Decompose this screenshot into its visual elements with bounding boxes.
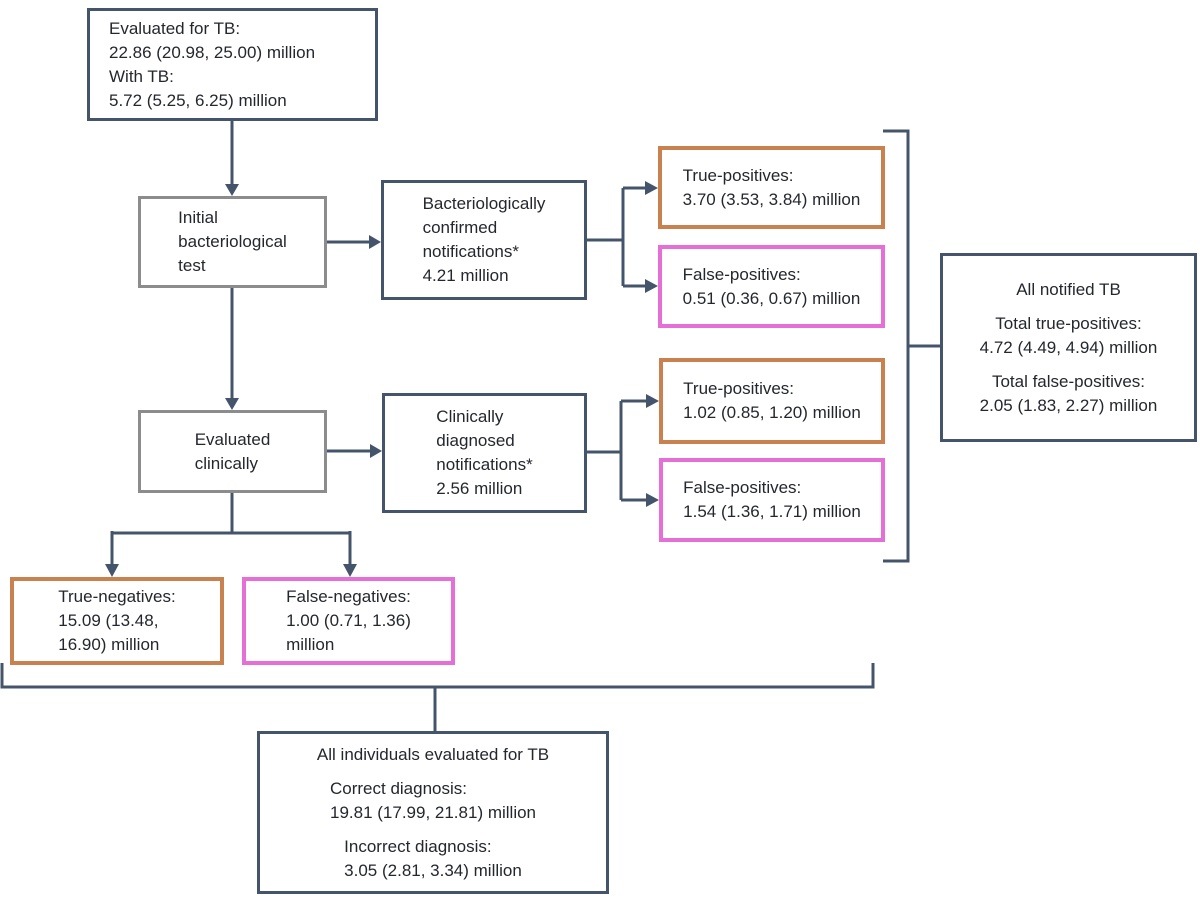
- true-pos-clin-line: True-positives:: [683, 379, 795, 398]
- all-individuals-incorrect: Incorrect diagnosis: 3.05 (2.81, 3.34) m…: [344, 835, 522, 883]
- false-pos-bact-line: False-positives:: [682, 264, 801, 284]
- arrowhead-initial-to-bact: [369, 235, 381, 249]
- incorrect-diagnosis-label: Incorrect diagnosis:: [344, 836, 492, 856]
- bact-confirmed-line: confirmed: [422, 218, 498, 237]
- true-neg-line: True-negatives:: [58, 587, 176, 606]
- clin-diagnosed-line: Clinically: [436, 407, 504, 426]
- all-notified-title: All notified TB: [1016, 279, 1121, 299]
- false-neg-line: 1.00 (0.71, 1.36): [286, 611, 411, 630]
- false-pos-bact-line: 0.51 (0.36, 0.67) million: [682, 288, 861, 308]
- clin-diagnosed-line: notifications*: [436, 455, 533, 474]
- arrowhead-clin-to-fp: [646, 493, 659, 507]
- initial-test-line: bacteriological: [178, 232, 287, 251]
- box-all-notified-tb: All notified TB Total true-positives: 4.…: [940, 253, 1197, 442]
- box-evaluated-clinically: Evaluated clinically: [138, 410, 327, 493]
- true-neg-line: 16.90) million: [58, 635, 160, 654]
- initial-test-line: test: [178, 256, 206, 275]
- evaluated-for-tb-line: 5.72 (5.25, 6.25) million: [109, 90, 287, 110]
- bact-confirmed-line: 4.21 million: [422, 266, 509, 285]
- bact-confirmed-line: Bacteriologically: [422, 194, 546, 213]
- arrowhead-top-to-initial: [225, 184, 239, 196]
- all-notified-true-positives: Total true-positives: 4.72 (4.49, 4.94) …: [980, 312, 1158, 360]
- box-true-positives-clinical: True-positives: 1.02 (0.85, 1.20) millio…: [659, 358, 885, 444]
- false-pos-clin-line: 1.54 (1.36, 1.71) million: [683, 502, 861, 521]
- all-notified-false-positives: Total false-positives: 2.05 (1.83, 2.27)…: [980, 370, 1158, 418]
- arrowhead-to-true-neg: [105, 564, 119, 577]
- correct-diagnosis-value: 19.81 (17.99, 21.81) million: [329, 802, 537, 822]
- correct-diagnosis-label: Correct diagnosis:: [329, 778, 467, 798]
- evaluated-clinically-line: Evaluated: [194, 429, 271, 449]
- box-false-positives-clinical: False-positives: 1.54 (1.36, 1.71) milli…: [659, 458, 885, 542]
- true-pos-bact-line: True-positives:: [682, 165, 794, 185]
- arrowhead-bact-to-fp: [645, 279, 658, 293]
- box-evaluated-for-tb: Evaluated for TB: 22.86 (20.98, 25.00) m…: [87, 8, 378, 121]
- arrowhead-bact-to-tp: [645, 181, 658, 195]
- bracket-notified: [883, 129, 910, 563]
- clin-diagnosed-line: diagnosed: [436, 431, 515, 450]
- false-neg-line: False-negatives:: [286, 587, 411, 606]
- evaluated-clinically-line: clinically: [194, 453, 258, 473]
- evaluated-for-tb-line: 22.86 (20.98, 25.00) million: [109, 42, 316, 62]
- true-pos-clin-line: 1.02 (0.85, 1.20) million: [683, 403, 861, 422]
- arrowhead-to-false-neg: [343, 564, 357, 577]
- all-notified-tp-label: Total true-positives:: [995, 313, 1142, 333]
- clin-diagnosed-line: 2.56 million: [436, 479, 523, 498]
- evaluated-for-tb-line: Evaluated for TB:: [109, 18, 241, 38]
- true-neg-line: 15.09 (13.48,: [58, 611, 159, 630]
- box-clinically-diagnosed: Clinically diagnosed notifications* 2.56…: [382, 393, 587, 513]
- all-notified-fp-value: 2.05 (1.83, 2.27) million: [979, 395, 1158, 415]
- arrowhead-initial-to-clinical: [225, 398, 239, 410]
- initial-test-line: Initial: [178, 208, 218, 227]
- incorrect-diagnosis-value: 3.05 (2.81, 3.34) million: [344, 860, 522, 880]
- box-bacteriologically-confirmed: Bacteriologically confirmed notification…: [381, 180, 587, 300]
- box-true-negatives: True-negatives: 15.09 (13.48, 16.90) mil…: [10, 577, 224, 665]
- bact-confirmed-line: notifications*: [422, 242, 519, 261]
- bracket-all-individuals: [0, 663, 875, 689]
- true-pos-bact-line: 3.70 (3.53, 3.84) million: [682, 189, 861, 209]
- all-individuals-correct: Correct diagnosis: 19.81 (17.99, 21.81) …: [330, 777, 536, 825]
- evaluated-for-tb-line: With TB:: [109, 66, 174, 86]
- arrowhead-clin-to-tp: [646, 394, 659, 408]
- false-neg-line: million: [286, 635, 335, 654]
- box-false-positives-bacteriological: False-positives: 0.51 (0.36, 0.67) milli…: [658, 245, 885, 328]
- arrowhead-clinical-to-diagnosed: [370, 444, 382, 458]
- box-false-negatives: False-negatives: 1.00 (0.71, 1.36) milli…: [242, 577, 455, 665]
- all-notified-tp-value: 4.72 (4.49, 4.94) million: [979, 337, 1158, 357]
- false-pos-clin-line: False-positives:: [683, 478, 802, 497]
- all-notified-fp-label: Total false-positives:: [991, 371, 1146, 391]
- box-true-positives-bacteriological: True-positives: 3.70 (3.53, 3.84) millio…: [658, 146, 885, 229]
- all-individuals-title: All individuals evaluated for TB: [316, 744, 550, 764]
- box-all-individuals: All individuals evaluated for TB Correct…: [257, 731, 609, 894]
- box-initial-bacteriological-test: Initial bacteriological test: [138, 196, 327, 288]
